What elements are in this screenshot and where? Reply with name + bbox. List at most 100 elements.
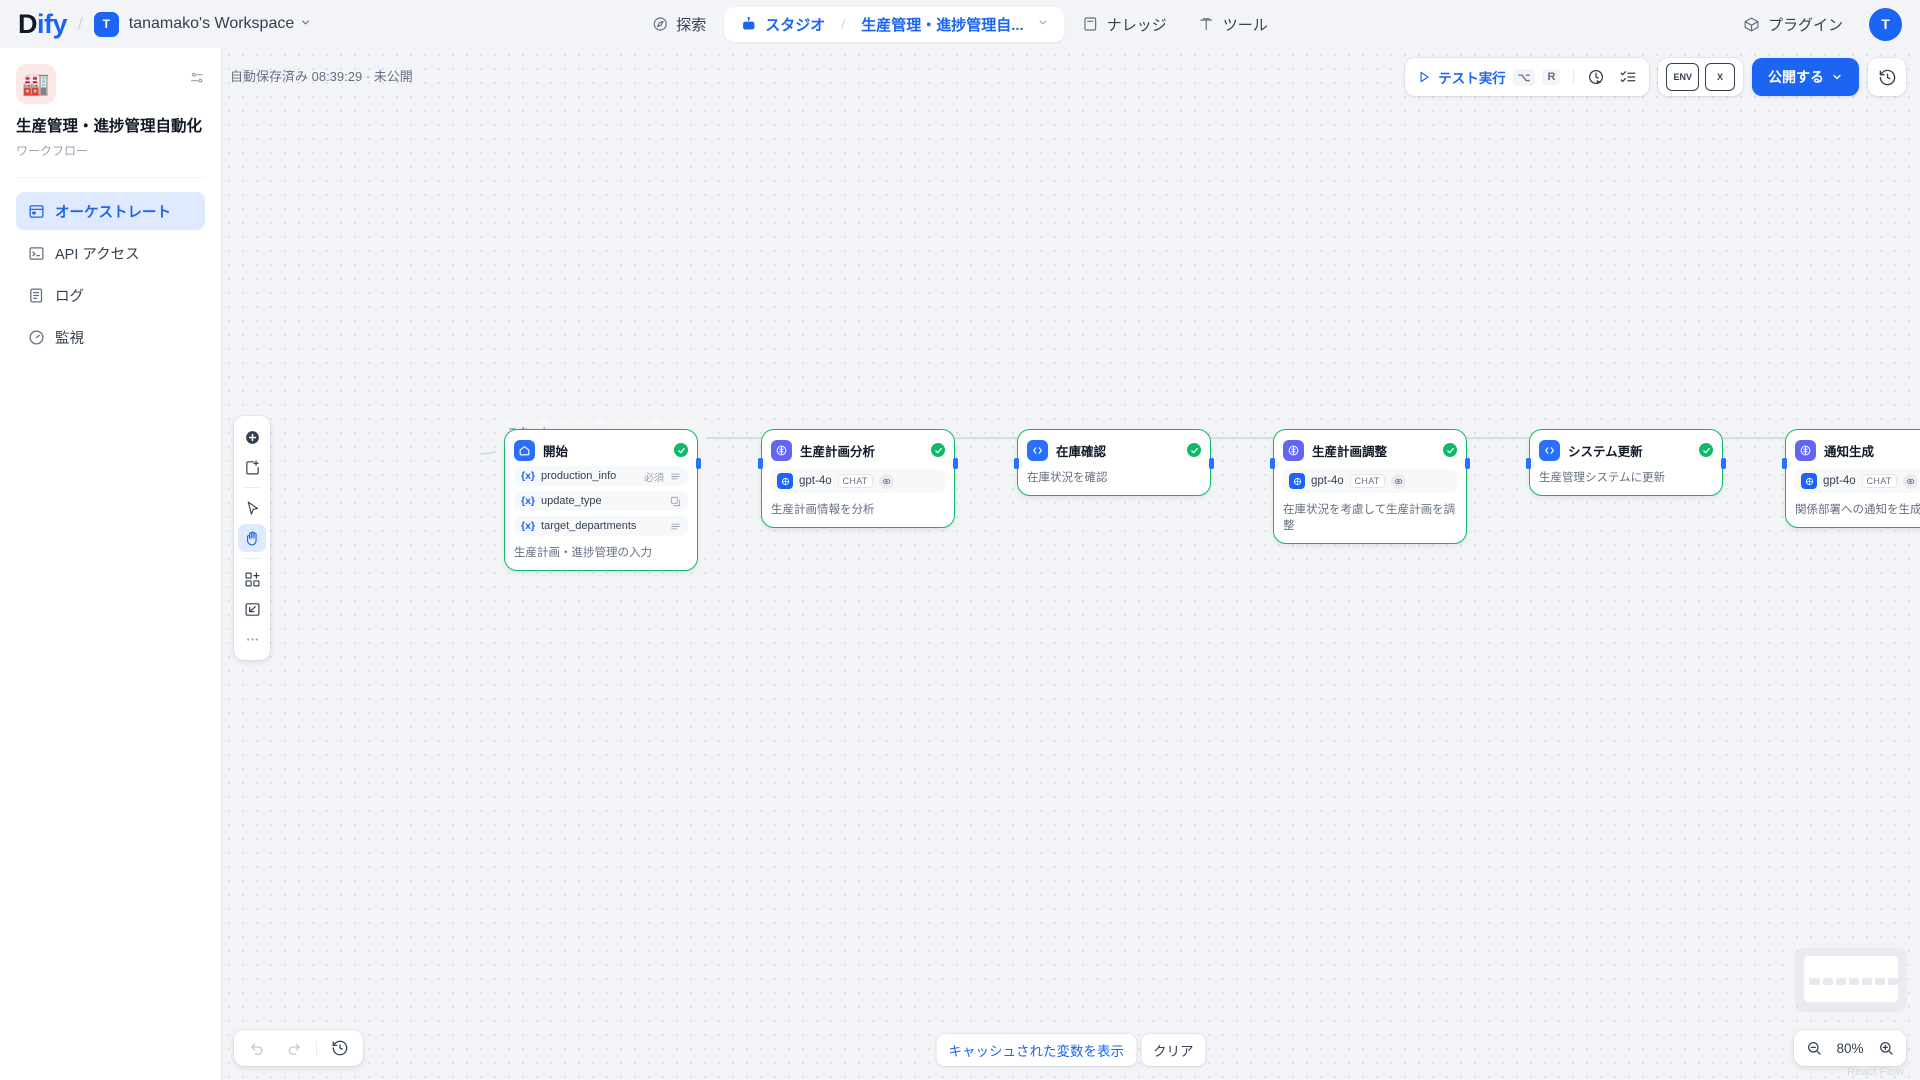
redo-icon[interactable] bbox=[280, 1035, 306, 1061]
variable-x-icon: {x} bbox=[521, 520, 536, 532]
clear-button[interactable]: クリア bbox=[1141, 1034, 1206, 1066]
add-note-icon[interactable] bbox=[238, 453, 266, 481]
node-production-plan-adjust[interactable]: 生産計画調整 gpt-4o CHAT 在庫状況を考慮して生産計画を調整 bbox=[1270, 429, 1470, 545]
nav-knowledge-label: ナレッジ bbox=[1106, 16, 1167, 34]
workspace-avatar[interactable]: T bbox=[93, 11, 119, 37]
node-input-port[interactable] bbox=[1270, 458, 1275, 469]
workflow-canvas[interactable]: 自動保存済み 08:39:29 · 未公開 テスト実行 ⌥ R ENV X bbox=[222, 48, 1920, 1080]
minimap[interactable] bbox=[1796, 948, 1906, 1010]
pointer-icon[interactable] bbox=[238, 494, 266, 522]
hand-icon[interactable] bbox=[238, 524, 266, 552]
sidebar-item-label: オーケストレート bbox=[55, 204, 171, 221]
sidebar-item-label: API アクセス bbox=[55, 246, 140, 263]
openai-icon bbox=[777, 473, 793, 489]
chevron-down-icon[interactable] bbox=[300, 17, 311, 31]
undo-redo-bar bbox=[234, 1030, 363, 1066]
node-input-port[interactable] bbox=[1526, 458, 1531, 469]
tools-divider bbox=[243, 558, 261, 559]
node-title: 通知生成 bbox=[1824, 444, 1875, 459]
node-description: 在庫状況を確認 bbox=[1027, 472, 1108, 484]
minimap-node bbox=[1888, 978, 1898, 985]
organize-icon[interactable] bbox=[238, 565, 266, 593]
node-header: 生産計画分析 bbox=[771, 439, 945, 461]
node-title: 在庫確認 bbox=[1056, 444, 1107, 459]
cache-variables-bar: キャッシュされた変数を表示 クリア bbox=[936, 1034, 1206, 1066]
canvas-tools bbox=[234, 416, 270, 660]
zoom-level[interactable]: 80% bbox=[1836, 1040, 1864, 1056]
node-start[interactable]: 開始 {x} production_info 必須 {x} update_typ… bbox=[504, 429, 701, 572]
model-name: gpt-4o bbox=[1823, 475, 1856, 487]
zoom-out-icon[interactable] bbox=[1806, 1040, 1822, 1056]
page-title: 生産管理・進捗管理自動化 bbox=[16, 118, 203, 135]
avatar[interactable]: T bbox=[1869, 7, 1902, 41]
node-production-plan-analysis[interactable]: 生産計画分析 gpt-4o CHAT 生産計画情報を分析 bbox=[758, 429, 958, 529]
node-variable-row[interactable]: {x} target_departments bbox=[514, 516, 688, 536]
nav-explore-label: 探索 bbox=[676, 16, 707, 34]
node-model-row[interactable]: gpt-4o CHAT bbox=[1795, 469, 1920, 493]
breadcrumb-current-app[interactable]: 生産管理・進捗管理自... bbox=[861, 16, 1024, 34]
node-inventory-check[interactable]: 在庫確認 在庫状況を確認 bbox=[1014, 429, 1214, 497]
model-type-tag: CHAT bbox=[1861, 474, 1897, 488]
node-input-port[interactable] bbox=[758, 458, 763, 469]
conversation-variables-button[interactable]: X bbox=[1705, 63, 1735, 91]
toolbar-divider bbox=[1573, 69, 1575, 85]
undo-icon[interactable] bbox=[244, 1035, 270, 1061]
app-settings-icon[interactable] bbox=[189, 70, 205, 91]
node-output-port[interactable] bbox=[1721, 458, 1726, 469]
sidebar-item-monitoring[interactable]: 監視 bbox=[16, 318, 205, 356]
llm-icon bbox=[771, 439, 792, 461]
workspace-name[interactable]: tanamako's Workspace bbox=[128, 15, 295, 32]
workflow-nodes: スタート 開始 {x} production_info 必須 bbox=[222, 48, 1920, 1080]
sidebar-item-orchestrate[interactable]: オーケストレート bbox=[16, 192, 205, 231]
test-run-button[interactable]: テスト実行 ⌥ R bbox=[1413, 67, 1564, 87]
sidebar-item-api-access[interactable]: API アクセス bbox=[16, 234, 205, 272]
nav-tools[interactable]: ツール bbox=[1185, 7, 1282, 42]
node-title: システム更新 bbox=[1568, 444, 1643, 459]
show-cached-variables-button[interactable]: キャッシュされた変数を表示 bbox=[936, 1034, 1136, 1066]
node-input-port[interactable] bbox=[1782, 458, 1787, 469]
nav-studio-label: スタジオ bbox=[765, 16, 826, 34]
add-node-icon[interactable] bbox=[238, 423, 266, 451]
publish-button[interactable]: 公開する bbox=[1752, 58, 1859, 96]
sidebar-divider bbox=[16, 177, 205, 179]
node-output-port[interactable] bbox=[953, 458, 958, 469]
more-icon[interactable] bbox=[238, 625, 266, 653]
sidebar-item-logs[interactable]: ログ bbox=[16, 276, 205, 314]
node-model-row[interactable]: gpt-4o CHAT bbox=[1283, 469, 1457, 493]
node-header: 生産計画調整 bbox=[1283, 439, 1457, 461]
eye-icon bbox=[878, 473, 894, 489]
node-output-port[interactable] bbox=[1209, 458, 1214, 469]
nav-explore[interactable]: 探索 bbox=[638, 7, 720, 42]
node-output-port[interactable] bbox=[696, 458, 701, 469]
nav-tools-label: ツール bbox=[1222, 16, 1268, 34]
app-emoji-icon: 🏭 bbox=[16, 64, 56, 104]
node-notification-generation[interactable]: 通知生成 gpt-4o CHAT 関係部署への通知を生成 bbox=[1782, 429, 1920, 529]
node-description: 生産管理システムに更新 bbox=[1539, 472, 1666, 484]
plugins-button[interactable]: プラグイン bbox=[1733, 8, 1853, 41]
toolbar-divider bbox=[316, 1040, 317, 1056]
checklist-icon[interactable] bbox=[1615, 64, 1641, 90]
env-variables-button[interactable]: ENV bbox=[1666, 63, 1699, 91]
run-history-icon[interactable] bbox=[1583, 64, 1609, 90]
node-variable-row[interactable]: {x} update_type bbox=[514, 491, 688, 511]
node-system-update[interactable]: システム更新 生産管理システムに更新 bbox=[1526, 429, 1726, 497]
node-variable-row[interactable]: {x} production_info 必須 bbox=[514, 466, 688, 486]
minimap-viewport bbox=[1804, 956, 1898, 1002]
minimap-node bbox=[1809, 978, 1820, 985]
fit-view-icon[interactable] bbox=[238, 595, 266, 623]
eye-icon bbox=[1902, 473, 1918, 489]
node-model-row[interactable]: gpt-4o CHAT bbox=[771, 469, 945, 493]
chevron-down-icon[interactable] bbox=[1038, 17, 1049, 31]
nav-studio[interactable]: スタジオ / 生産管理・進捗管理自... bbox=[724, 6, 1065, 42]
app-type-label: ワークフロー bbox=[16, 144, 89, 159]
status-badge bbox=[1443, 443, 1457, 457]
zoom-in-icon[interactable] bbox=[1878, 1040, 1894, 1056]
node-output-port[interactable] bbox=[1465, 458, 1470, 469]
nav-knowledge[interactable]: ナレッジ bbox=[1069, 7, 1181, 42]
restore-history-icon[interactable] bbox=[327, 1035, 353, 1061]
variable-name: target_departments bbox=[541, 520, 637, 532]
llm-icon bbox=[1283, 439, 1304, 461]
node-input-port[interactable] bbox=[1014, 458, 1019, 469]
version-history-button[interactable] bbox=[1868, 58, 1906, 96]
